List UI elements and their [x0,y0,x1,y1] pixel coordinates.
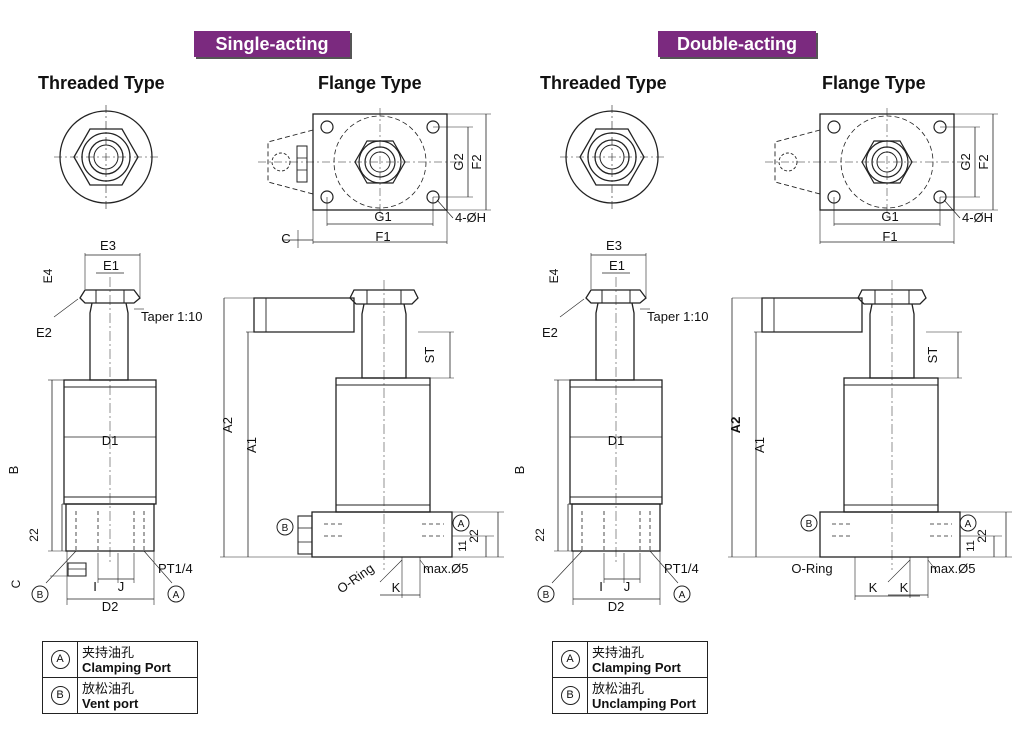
label-B: B [512,466,527,475]
marker-B: B [37,590,44,601]
marker-A: A [458,519,465,530]
label-G2: G2 [451,153,466,170]
single-threaded-side-view [45,252,173,606]
label-K: K [900,580,909,595]
label-max5: max.Ø5 [930,561,976,576]
marker-A: A [173,590,180,601]
double-flange-title: Flange Type [822,73,926,93]
label-F1: F1 [882,229,897,244]
label-11: 11 [457,540,469,551]
label-A2: A2 [220,417,235,433]
marker-A: A [50,650,70,669]
marker-A: A [679,590,686,601]
label-A2: A2 [728,417,743,434]
label-G2: G2 [958,153,973,170]
label-G1: G1 [881,209,898,224]
label-D2: D2 [102,599,119,614]
label-oring: O-Ring [791,561,832,576]
label-C: C [281,231,290,246]
label-22: 22 [27,528,41,542]
label-E3: E3 [100,238,116,253]
label-22: 22 [467,529,481,543]
marker-B: B [50,686,70,705]
label-E4: E4 [547,268,561,283]
label-PT: PT1/4 [158,561,193,576]
label-E2: E2 [542,325,558,340]
label-A1: A1 [244,437,259,453]
unclamping-port-en: Unclamping Port [592,695,697,711]
single-threaded-title: Threaded Type [38,73,165,93]
label-D2: D2 [608,599,625,614]
label-E3: E3 [606,238,622,253]
double-acting-banner: Double-acting [658,31,816,57]
label-D1: D1 [608,433,625,448]
label-H: 4-ØH [455,210,486,225]
label-J: J [624,579,631,594]
label-E1: E1 [103,258,119,273]
single-threaded-top-view [53,104,159,210]
clamping-port-cn: 夹持油孔 [592,644,645,660]
vent-port-en: Vent port [82,695,139,711]
clamping-port-en: Clamping Port [592,659,681,675]
marker-B: B [543,590,550,601]
label-K: K [869,580,878,595]
label-F1: F1 [375,229,390,244]
label-E1: E1 [609,258,625,273]
label-I: I [599,579,603,594]
label-G1: G1 [374,209,391,224]
single-flange-title: Flange Type [318,73,422,93]
label-F2: F2 [976,154,991,169]
label-B: B [6,466,21,475]
label-ST: ST [925,347,940,364]
label-22: 22 [533,528,547,542]
label-E2: E2 [36,325,52,340]
marker-A: A [965,519,972,530]
label-C: C [9,579,23,588]
double-threaded-top-view [559,104,665,210]
label-F2: F2 [469,154,484,169]
clamping-port-en: Clamping Port [82,659,171,675]
marker-B: B [560,686,580,705]
label-taper: Taper 1:10 [141,309,202,324]
label-K: K [392,580,401,595]
label-D1: D1 [102,433,119,448]
label-PT: PT1/4 [664,561,699,576]
label-J: J [118,579,125,594]
vent-port-cn: 放松油孔 [82,680,135,696]
label-ST: ST [422,347,437,364]
label-A1: A1 [752,437,767,453]
label-I: I [93,579,97,594]
label-E4: E4 [41,268,55,283]
label-max5: max.Ø5 [423,561,469,576]
double-threaded-title: Threaded Type [540,73,667,93]
double-threaded-side-view [551,252,679,606]
label-11: 11 [965,540,977,551]
single-acting-banner: Single-acting [194,31,350,57]
label-22: 22 [975,529,989,543]
unclamping-port-cn: 放松油孔 [592,680,645,696]
marker-B: B [282,523,289,534]
marker-A: A [560,650,580,669]
label-H: 4-ØH [962,210,993,225]
clamping-port-cn: 夹持油孔 [82,644,135,660]
marker-B: B [806,519,813,530]
label-taper: Taper 1:10 [647,309,708,324]
label-oring: O-Ring [334,560,376,596]
